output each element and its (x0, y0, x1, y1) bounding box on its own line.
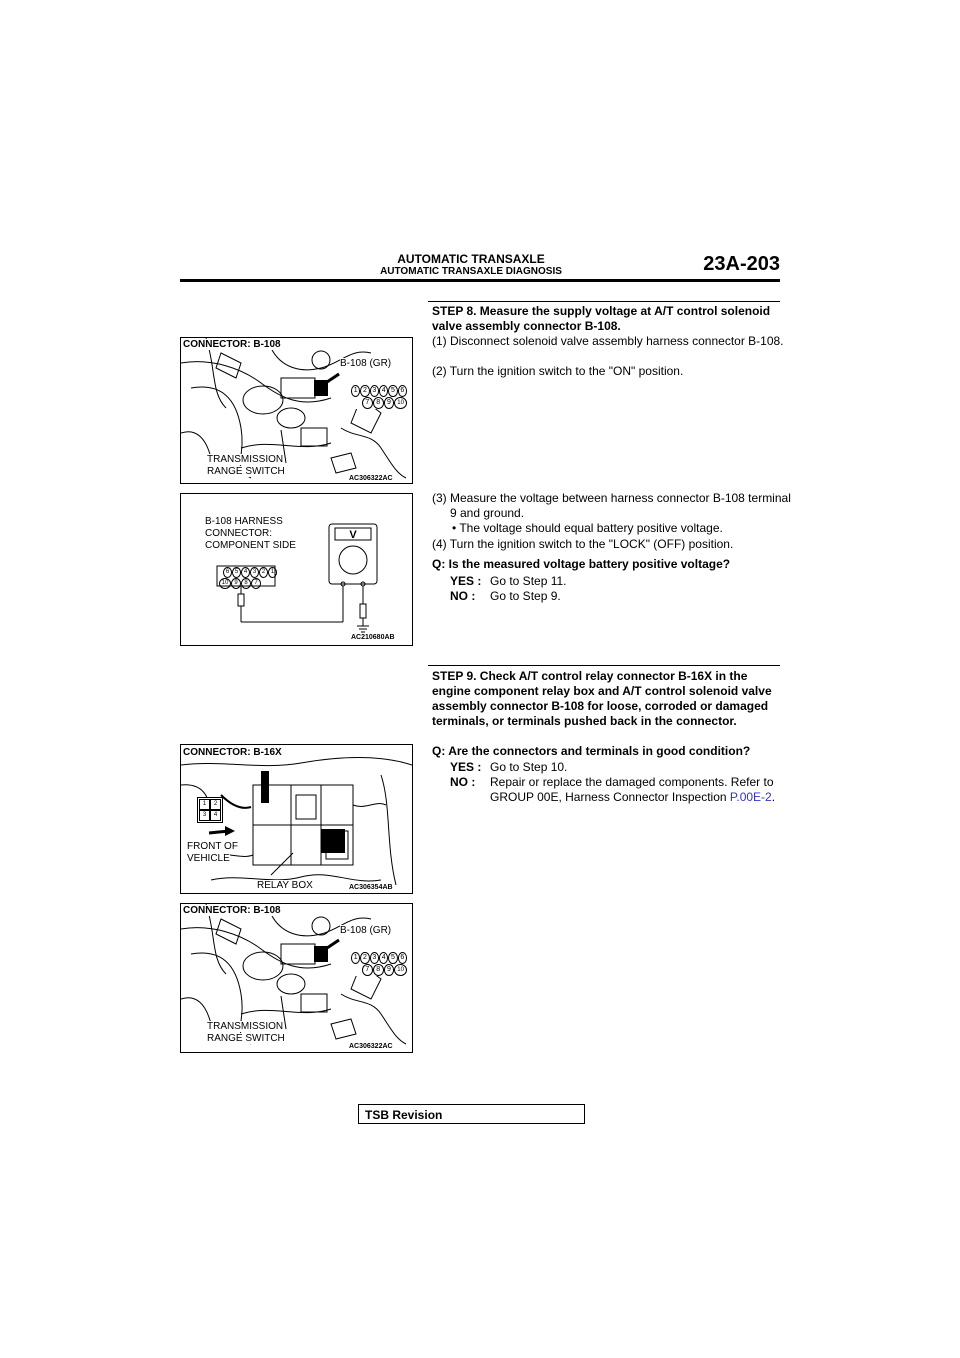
pin: 2 (259, 567, 268, 578)
header-rule (180, 279, 780, 282)
connector-callout: B-108 (GR) (340, 358, 392, 369)
component-label: RANGE SWITCH (207, 466, 285, 477)
connector-pin-diagram: 1 2 3 4 5 6 7 8 9 10 (351, 952, 407, 976)
step8-item-1: (1) Disconnect solenoid valve assembly h… (432, 334, 784, 348)
step-rule (428, 301, 780, 302)
tsb-revision-box: TSB Revision (358, 1104, 585, 1124)
pin: 4 (241, 567, 250, 578)
no-answer: Go to Step 9. (490, 589, 561, 603)
pin: 8 (241, 578, 251, 589)
pin: 4 (210, 810, 221, 821)
harness-pin-diagram: 6 5 4 3 2 1 10 9 8 7 (219, 567, 277, 589)
connector-pin-diagram: 1 2 3 4 5 6 7 8 9 10 (351, 385, 407, 409)
step8-heading: STEP 8. Measure the supply voltage at A/… (432, 304, 771, 333)
pin: 1 (199, 799, 210, 810)
yes-label: YES : (450, 574, 482, 588)
front-of-vehicle-label: FRONT OF (187, 841, 238, 852)
pin: 6 (223, 567, 232, 578)
pin: 10 (394, 964, 407, 976)
pin: 6 (397, 952, 407, 964)
pin: 3 (369, 385, 379, 397)
relay-pin-diagram: 1 2 3 4 (197, 797, 223, 823)
step8-no: NO : Go to Step 9. (450, 589, 780, 604)
step8-bullet: • The voltage should equal battery posit… (452, 521, 780, 536)
step9-yes: YES : Go to Step 10. (450, 760, 780, 775)
no-answer: Repair or replace the damaged components… (490, 775, 780, 805)
figure-title: CONNECTOR: B-108 (183, 339, 281, 350)
pin: 8 (372, 397, 384, 409)
component-label: RANGE SWITCH (207, 1033, 285, 1044)
front-of-vehicle-label: VEHICLE (187, 853, 230, 864)
no-label: NO : (450, 775, 476, 789)
pin: 9 (383, 397, 395, 409)
pin: 5 (232, 567, 241, 578)
page-number: 23A-203 (703, 253, 780, 275)
bullet-icon: • (452, 521, 460, 535)
relay-box-photo: CONNECTOR: B-16X 1 2 3 4 FRONT OF VEHICL… (180, 744, 413, 894)
reference-link[interactable]: P.00E-2 (729, 790, 772, 804)
section-subtitle: AUTOMATIC TRANSAXLE DIAGNOSIS (380, 266, 562, 277)
relay-box-label: RELAY BOX (257, 880, 313, 891)
figure-title: CONNECTOR: B-16X (183, 747, 282, 758)
yes-label: YES : (450, 760, 482, 774)
step8-item-2: (2) Turn the ignition switch to the "ON"… (432, 364, 684, 378)
multimeter-wiring (216, 523, 378, 633)
step-rule (428, 665, 780, 666)
pin: 3 (369, 952, 379, 964)
relay-box-illustration (181, 757, 412, 886)
pin: 1 (268, 567, 277, 578)
step8-item-3: (3) Measure the voltage between harness … (432, 491, 791, 520)
pin: 2 (210, 799, 221, 810)
pin: 7 (362, 964, 373, 976)
connector-callout: B-108 (GR) (340, 925, 392, 936)
step8-item-4: (4) Turn the ignition switch to the "LOC… (432, 537, 734, 551)
no-label: NO : (450, 589, 476, 603)
yes-answer: Go to Step 10. (490, 760, 568, 774)
connector-b108-photo-2: CONNECTOR: B-108 B-108 (GR) 1 2 3 4 5 6 … (180, 903, 413, 1053)
figure-id: AC306322AC (349, 1043, 393, 1050)
pin: 4 (378, 952, 389, 964)
component-label: TRANSMISSION (207, 454, 284, 465)
connector-label: B-108 HARNESS (205, 516, 283, 527)
yes-answer: Go to Step 11. (490, 574, 567, 588)
pin: 2 (360, 952, 370, 964)
step8-question: Q: Is the measured voltage battery posit… (432, 557, 731, 571)
pin: 7 (362, 397, 373, 409)
voltmeter-symbol: V (349, 529, 357, 541)
bullet-text: The voltage should equal battery positiv… (459, 521, 723, 535)
pin: 3 (199, 810, 210, 821)
pin: 5 (388, 952, 398, 964)
pin: 1 (351, 952, 361, 964)
pin: 2 (360, 385, 370, 397)
pin: 10 (394, 397, 407, 409)
pin: 5 (388, 385, 398, 397)
pin: 1 (351, 385, 361, 397)
voltage-measurement-diagram: B-108 HARNESS CONNECTOR: COMPONENT SIDE … (180, 493, 413, 646)
pin: 7 (251, 578, 261, 589)
multimeter-body (328, 523, 378, 585)
connector-label: CONNECTOR: (205, 528, 273, 539)
pin: 8 (372, 964, 384, 976)
connector-b108-photo: CONNECTOR: B-108 B-108 (GR) 1 2 3 4 5 6 … (180, 337, 413, 484)
pin: 9 (383, 964, 395, 976)
no-answer-end: . (771, 790, 776, 804)
pin: 4 (378, 385, 389, 397)
pin: 3 (250, 567, 259, 578)
step9-heading: STEP 9. Check A/T control relay connecto… (432, 669, 772, 728)
step8-yes: YES : Go to Step 11. (450, 574, 780, 589)
figure-title: CONNECTOR: B-108 (183, 905, 281, 916)
pin: 6 (397, 385, 407, 397)
section-title: AUTOMATIC TRANSAXLE (397, 252, 545, 266)
step9-no: NO : Repair or replace the damaged compo… (450, 775, 780, 805)
no-answer-text: Repair or replace the damaged components… (490, 775, 774, 804)
connector-label: COMPONENT SIDE (205, 540, 296, 551)
pin: 10 (219, 578, 231, 589)
pin: 9 (231, 578, 241, 589)
figure-id: AC306354AB (349, 884, 393, 891)
figure-id: AC306322AC (349, 475, 393, 482)
step9-question: Q: Are the connectors and terminals in g… (432, 744, 751, 758)
figure-id: AC210680AB (351, 634, 395, 641)
component-label: TRANSMISSION (207, 1021, 284, 1032)
